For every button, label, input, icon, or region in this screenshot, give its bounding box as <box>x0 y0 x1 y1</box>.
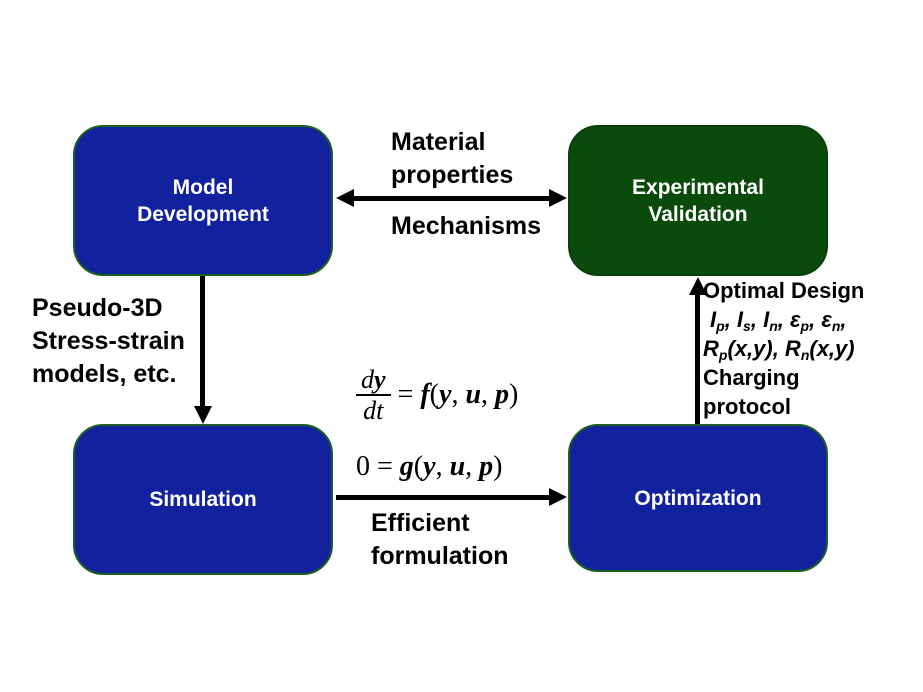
label-pseudo-3d-line1: Pseudo-3D <box>32 294 163 322</box>
param-Ip: Ip, <box>710 307 737 334</box>
param-Rn-xy: Rn(x,y) <box>784 336 855 363</box>
label-material-properties: Material properties <box>391 126 513 192</box>
arrow-model-experimental-line <box>352 196 550 201</box>
param-eps-n: εn, <box>821 307 847 334</box>
label-pseudo-3d-line2: Stress-strain <box>32 327 185 355</box>
param-Is: Is, <box>736 307 764 334</box>
label-optimal-design-title: Optimal Design <box>703 278 865 303</box>
arrow-model-simulation-head-icon <box>194 406 212 424</box>
arrow-model-experimental-head-right-icon <box>549 189 567 207</box>
node-experimental-validation-label-line1: Experimental <box>632 175 764 199</box>
arrow-model-experimental-head-left-icon <box>336 189 354 207</box>
node-model-development-label-line2: Development <box>137 202 269 226</box>
equation-ode: dy dt = f(y, u, p) <box>356 366 518 424</box>
arrow-simulation-optimization-head-icon <box>549 488 567 506</box>
param-Rp-xy: Rp(x,y), <box>703 336 785 363</box>
node-experimental-validation: Experimental Validation <box>568 125 828 276</box>
label-design-parameters-line2: Rp(x,y), Rn(x,y) <box>703 334 864 363</box>
equation-algebraic-rhs: g(y, u, p) <box>399 451 503 482</box>
label-mechanisms: Mechanisms <box>391 212 542 240</box>
label-design-parameters-line1: Ip, Is, In, εp, εn, <box>703 305 864 334</box>
label-material-properties-line1: Material <box>391 128 486 156</box>
label-charging-protocol-line2: protocol <box>703 394 791 419</box>
fraction-dy-dt: dy dt <box>356 366 391 424</box>
param-eps-p: εp, <box>790 307 822 334</box>
node-model-development-label-line1: Model <box>172 175 234 199</box>
equation-algebraic: 0=g(y, u, p) <box>356 451 503 482</box>
arrow-optimization-experimental-line <box>695 293 700 424</box>
label-charging-protocol-line1: Charging <box>703 365 800 390</box>
node-optimization-label: Optimization <box>634 486 762 510</box>
label-pseudo-3d-models: Pseudo-3D Stress-strain models, etc. <box>32 292 185 391</box>
label-efficient-formulation: Efficient formulation <box>371 507 509 573</box>
param-In: In, <box>763 307 790 334</box>
node-simulation-label: Simulation <box>149 488 257 511</box>
node-model-development: Model Development <box>73 125 333 276</box>
label-efficient-formulation-line1: Efficient <box>371 509 470 537</box>
node-optimization: Optimization <box>568 424 828 572</box>
arrow-simulation-optimization-line <box>336 495 550 500</box>
label-pseudo-3d-line3: models, etc. <box>32 360 177 388</box>
node-experimental-validation-label-line2: Validation <box>648 202 748 226</box>
label-material-properties-line2: properties <box>391 161 514 189</box>
arrow-optimization-experimental-head-icon <box>689 277 707 295</box>
label-optimal-design-block: Optimal Design Ip, Is, In, εp, εn, Rp(x,… <box>703 276 864 421</box>
arrow-model-simulation-line <box>200 276 205 408</box>
equation-ode-rhs: f(y, u, p) <box>420 379 519 410</box>
node-simulation: Simulation <box>73 424 333 575</box>
label-efficient-formulation-line2: formulation <box>371 542 509 570</box>
